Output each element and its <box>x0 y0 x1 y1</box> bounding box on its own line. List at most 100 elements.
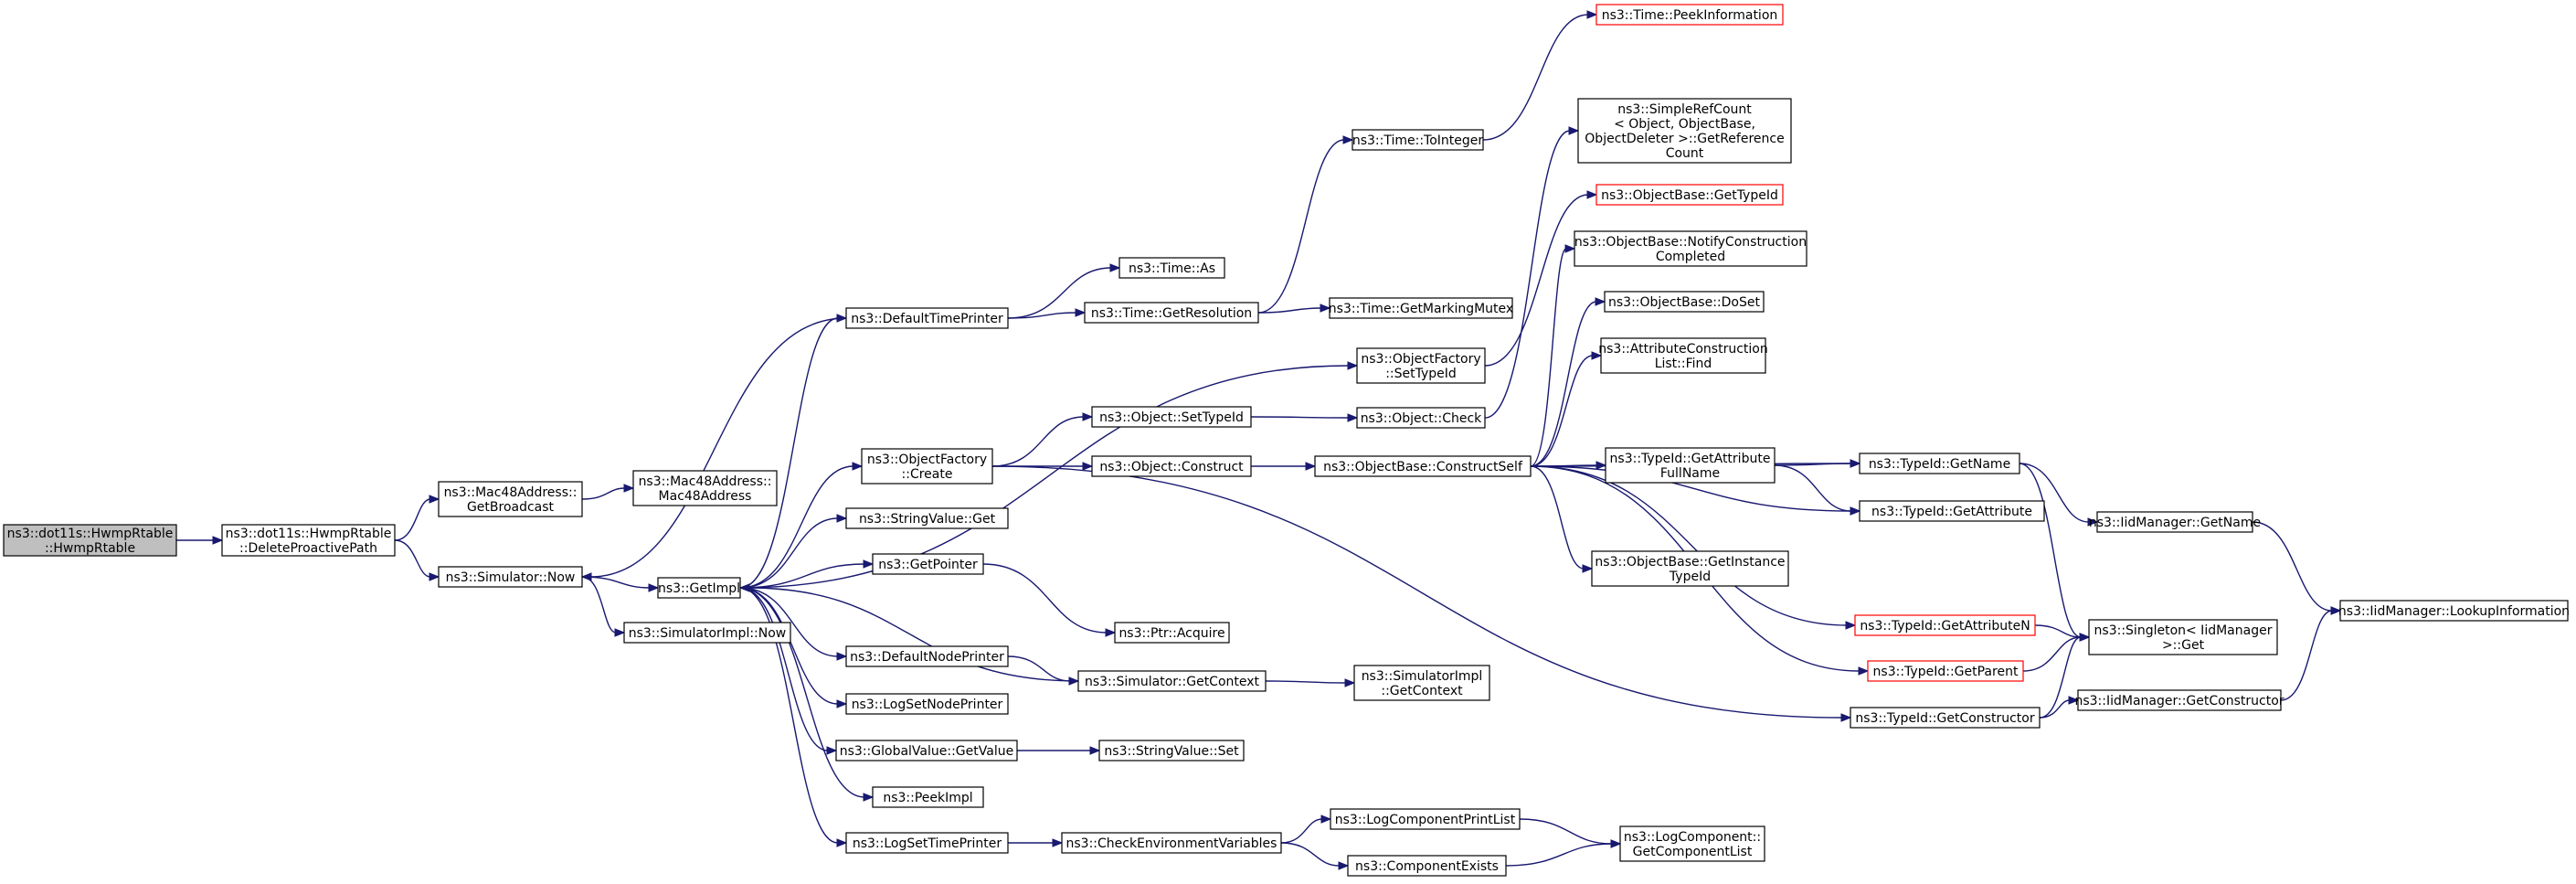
node-label: ::GetContext <box>1381 684 1463 698</box>
node-checkenv[interactable]: ns3::CheckEnvironmentVariables <box>1061 832 1282 854</box>
node-simnow[interactable]: ns3::Simulator::Now <box>438 566 583 588</box>
node-label: ns3::CheckEnvironmentVariables <box>1066 836 1277 851</box>
call-edge <box>2019 463 2091 642</box>
node-objcheck[interactable]: ns3::Object::Check <box>1356 407 1486 429</box>
node-label: ns3::ComponentExists <box>1355 859 1499 874</box>
node-simimplgetctx[interactable]: ns3::SimulatorImpl::GetContext <box>1353 665 1490 701</box>
node-tidgetattrn[interactable]: ns3::TypeId::GetAttributeN <box>1854 614 2036 636</box>
node-objfsettid[interactable]: ns3::ObjectFactory::SetTypeId <box>1356 347 1486 384</box>
node-tidgetname[interactable]: ns3::TypeId::GetName <box>1859 453 2020 474</box>
arrowhead-icon <box>1568 126 1580 135</box>
node-iidlookup[interactable]: ns3::IidManager::LookupInformation <box>2338 600 2570 622</box>
node-timetoint[interactable]: ns3::Time::ToInteger <box>1352 129 1484 151</box>
node-label: ns3::IidManager::GetConstructor <box>2074 694 2284 708</box>
node-peekimpl[interactable]: ns3::PeekImpl <box>872 786 984 808</box>
node-box <box>438 481 583 517</box>
node-label: ns3::StringValue::Get <box>859 512 996 527</box>
node-tidgetparent[interactable]: ns3::TypeId::GetParent <box>1867 660 2024 682</box>
arrowhead-icon <box>1845 621 1857 630</box>
call-edge <box>1482 10 1598 141</box>
arrowhead-icon <box>1342 135 1354 144</box>
node-box <box>835 740 1018 762</box>
node-label: ns3::ObjectBase::ConstructSelf <box>1323 460 1523 474</box>
node-label: ns3::Simulator::GetContext <box>1085 675 1260 689</box>
edge-line <box>1265 680 1347 684</box>
arrowhead-icon <box>1105 628 1117 637</box>
edge-line <box>1530 465 1852 512</box>
node-compexists[interactable]: ns3::ComponentExists <box>1347 855 1507 877</box>
node-timegetres[interactable]: ns3::Time::GetResolution <box>1084 302 1259 324</box>
node-logsetnp[interactable]: ns3::LogSetNodePrinter <box>845 693 1009 715</box>
edge-line <box>2039 699 2071 719</box>
call-edge <box>991 412 1094 467</box>
arrowhead-icon <box>648 583 660 592</box>
node-label: ::HwmpRtable <box>45 541 135 556</box>
node-lcgetcl[interactable]: ns3::LogComponent::GetComponentList <box>1619 825 1765 862</box>
node-ptracq[interactable]: ns3::Ptr::Acquire <box>1114 622 1230 644</box>
node-label: ns3::Time::GetResolution <box>1091 306 1252 321</box>
node-box <box>1330 808 1521 830</box>
node-label: ns3::dot11s::HwmpRtable <box>7 527 174 541</box>
node-obnotify[interactable]: ns3::ObjectBase::NotifyConstructionCompl… <box>1574 230 1807 267</box>
node-logcpl[interactable]: ns3::LogComponentPrintList <box>1330 808 1521 830</box>
edge-line <box>1007 655 1071 682</box>
node-srcgetref[interactable]: ns3::SimpleRefCount< Object, ObjectBase,… <box>1577 98 1792 164</box>
node-label: ns3::IidManager::LookupInformation <box>2338 604 2570 619</box>
node-getimpl[interactable]: ns3::GetImpl <box>657 577 741 599</box>
call-edge <box>1257 135 1354 314</box>
edge-line <box>739 317 839 589</box>
node-obcs[interactable]: ns3::ObjectBase::ConstructSelf <box>1314 455 1532 477</box>
node-objsettid[interactable]: ns3::Object::SetTypeId <box>1091 406 1252 428</box>
arrowhead-icon <box>1338 861 1350 870</box>
node-mac48[interactable]: ns3::Mac48Address::Mac48Address <box>632 470 778 506</box>
arrowhead-icon <box>1347 413 1359 422</box>
edge-line <box>739 465 854 589</box>
node-simgetctx[interactable]: ns3::Simulator::GetContext <box>1077 670 1267 692</box>
node-label: ns3::ObjectFactory <box>867 453 987 467</box>
node-obgettid[interactable]: ns3::ObjectBase::GetTypeId <box>1595 184 1784 206</box>
node-box <box>1314 455 1532 477</box>
node-iidgetname[interactable]: ns3::IidManager::GetName <box>2089 511 2261 533</box>
node-logsettp[interactable]: ns3::LogSetTimePrinter <box>845 832 1009 854</box>
arrowhead-icon <box>863 559 875 569</box>
node-strvalget[interactable]: ns3::StringValue::Get <box>845 507 1009 529</box>
node-getpointer[interactable]: ns3::GetPointer <box>872 553 984 575</box>
arrowhead-icon <box>1075 308 1087 317</box>
arrowhead-icon <box>429 572 440 581</box>
node-iidgetctor[interactable]: ns3::IidManager::GetConstructor <box>2074 689 2284 711</box>
node-defnp[interactable]: ns3::DefaultNodePrinter <box>845 645 1009 667</box>
node-delpro[interactable]: ns3::dot11s::HwmpRtable::DeleteProactive… <box>221 524 396 557</box>
edge-line <box>991 465 1843 719</box>
function-nodes: ns3::dot11s::HwmpRtable::HwmpRtablens3::… <box>3 4 2570 877</box>
arrowhead-icon <box>1564 244 1576 253</box>
node-simimplnow[interactable]: ns3::SimulatorImpl::Now <box>623 622 791 644</box>
node-strvalset[interactable]: ns3::StringValue::Set <box>1098 740 1245 762</box>
node-label: TypeId <box>1669 570 1711 584</box>
node-label: ns3::Time::PeekInformation <box>1602 8 1778 23</box>
node-obdoset[interactable]: ns3::ObjectBase::DoSet <box>1604 291 1765 313</box>
node-label: GetComponentList <box>1633 845 1753 859</box>
node-box <box>632 470 778 506</box>
node-tidgetctor[interactable]: ns3::TypeId::GetConstructor <box>1850 707 2041 729</box>
node-label: ns3::DefaultTimePrinter <box>851 312 1003 326</box>
node-timegetmm[interactable]: ns3::Time::GetMarkingMutex <box>1329 297 1513 319</box>
node-deftp[interactable]: ns3::DefaultTimePrinter <box>845 307 1009 329</box>
call-edge <box>1251 462 1317 471</box>
node-getbcast[interactable]: ns3::Mac48Address::GetBroadcast <box>438 481 583 517</box>
node-label: ns3::PeekImpl <box>883 791 972 805</box>
call-edge <box>1017 746 1101 755</box>
node-label: ns3::ObjectBase::DoSet <box>1608 295 1760 310</box>
node-singletonget[interactable]: ns3::Singleton< IidManager>::Get <box>2088 619 2278 655</box>
node-gvgetvalue[interactable]: ns3::GlobalValue::GetValue <box>835 740 1018 762</box>
node-tidgetattr[interactable]: ns3::TypeId::GetAttribute <box>1859 500 2045 522</box>
node-timepeek[interactable]: ns3::Time::PeekInformation <box>1595 4 1784 26</box>
node-label: ns3::ObjectBase::NotifyConstruction <box>1574 235 1807 250</box>
node-box <box>1600 337 1766 374</box>
node-objconstruct[interactable]: ns3::Object::Construct <box>1091 455 1252 477</box>
node-objfcreate[interactable]: ns3::ObjectFactory::Create <box>861 448 993 485</box>
node-root[interactable]: ns3::dot11s::HwmpRtable::HwmpRtable <box>3 524 177 557</box>
node-timeas[interactable]: ns3::Time::As <box>1118 257 1225 279</box>
